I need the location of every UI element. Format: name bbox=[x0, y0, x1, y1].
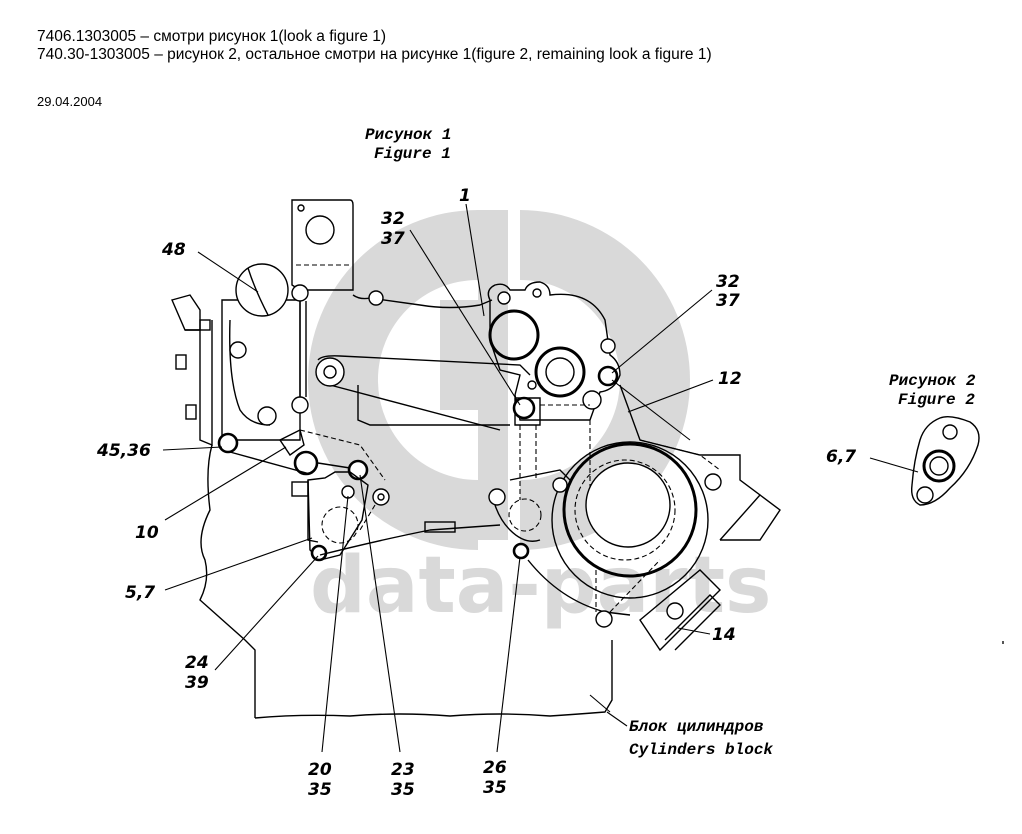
callout-20-35: 35 bbox=[308, 780, 332, 800]
stray-mark bbox=[1002, 641, 1004, 644]
callout-10: 10 bbox=[135, 523, 159, 543]
callout-48: 48 bbox=[161, 240, 186, 260]
callout-32-left: 32 bbox=[381, 209, 405, 229]
callout-14: 14 bbox=[712, 625, 736, 645]
figure1-title-en: Figure 1 bbox=[374, 145, 451, 163]
document-date: 29.04.2004 bbox=[37, 94, 103, 109]
callout-26-35: 35 bbox=[483, 778, 507, 798]
callout-6-7: 6,7 bbox=[826, 447, 856, 467]
callout-37-right: 37 bbox=[716, 291, 740, 311]
figure2-title-en: Figure 2 bbox=[898, 391, 975, 409]
callout-24: 24 bbox=[185, 653, 209, 673]
block-label-en: Cylinders block bbox=[629, 741, 773, 759]
callout-45-36: 45,36 bbox=[96, 441, 151, 461]
front-cover-housing bbox=[171, 199, 781, 652]
callout-37-left: 37 bbox=[381, 229, 405, 249]
header-line-2: 740.30-1303005 – рисунок 2, остальное см… bbox=[37, 46, 712, 63]
header-line-1: 7406.1303005 – смотри рисунок 1(look a f… bbox=[37, 28, 387, 45]
callout-32-right: 32 bbox=[716, 272, 740, 292]
callout-1: 1 bbox=[459, 186, 471, 206]
lower-left-assembly bbox=[199, 428, 613, 719]
callout-26: 26 bbox=[483, 758, 507, 778]
callout-20: 20 bbox=[308, 760, 332, 780]
block-label-ru: Блок цилиндров bbox=[629, 718, 764, 736]
leader-lines bbox=[162, 203, 714, 753]
figure2-flange bbox=[910, 415, 980, 506]
callout-5-7: 5,7 bbox=[125, 583, 155, 603]
callout-23-35: 35 bbox=[391, 780, 415, 800]
callout-12: 12 bbox=[718, 369, 742, 389]
callout-23: 23 bbox=[391, 760, 415, 780]
watermark-text: data-parts bbox=[310, 541, 771, 631]
figure2-title-ru: Рисунок 2 bbox=[889, 372, 976, 390]
figure1-title-ru: Рисунок 1 bbox=[365, 126, 451, 144]
figure2: Рисунок 2 Figure 2 6,7 bbox=[826, 372, 980, 506]
callout-39: 39 bbox=[185, 673, 209, 693]
